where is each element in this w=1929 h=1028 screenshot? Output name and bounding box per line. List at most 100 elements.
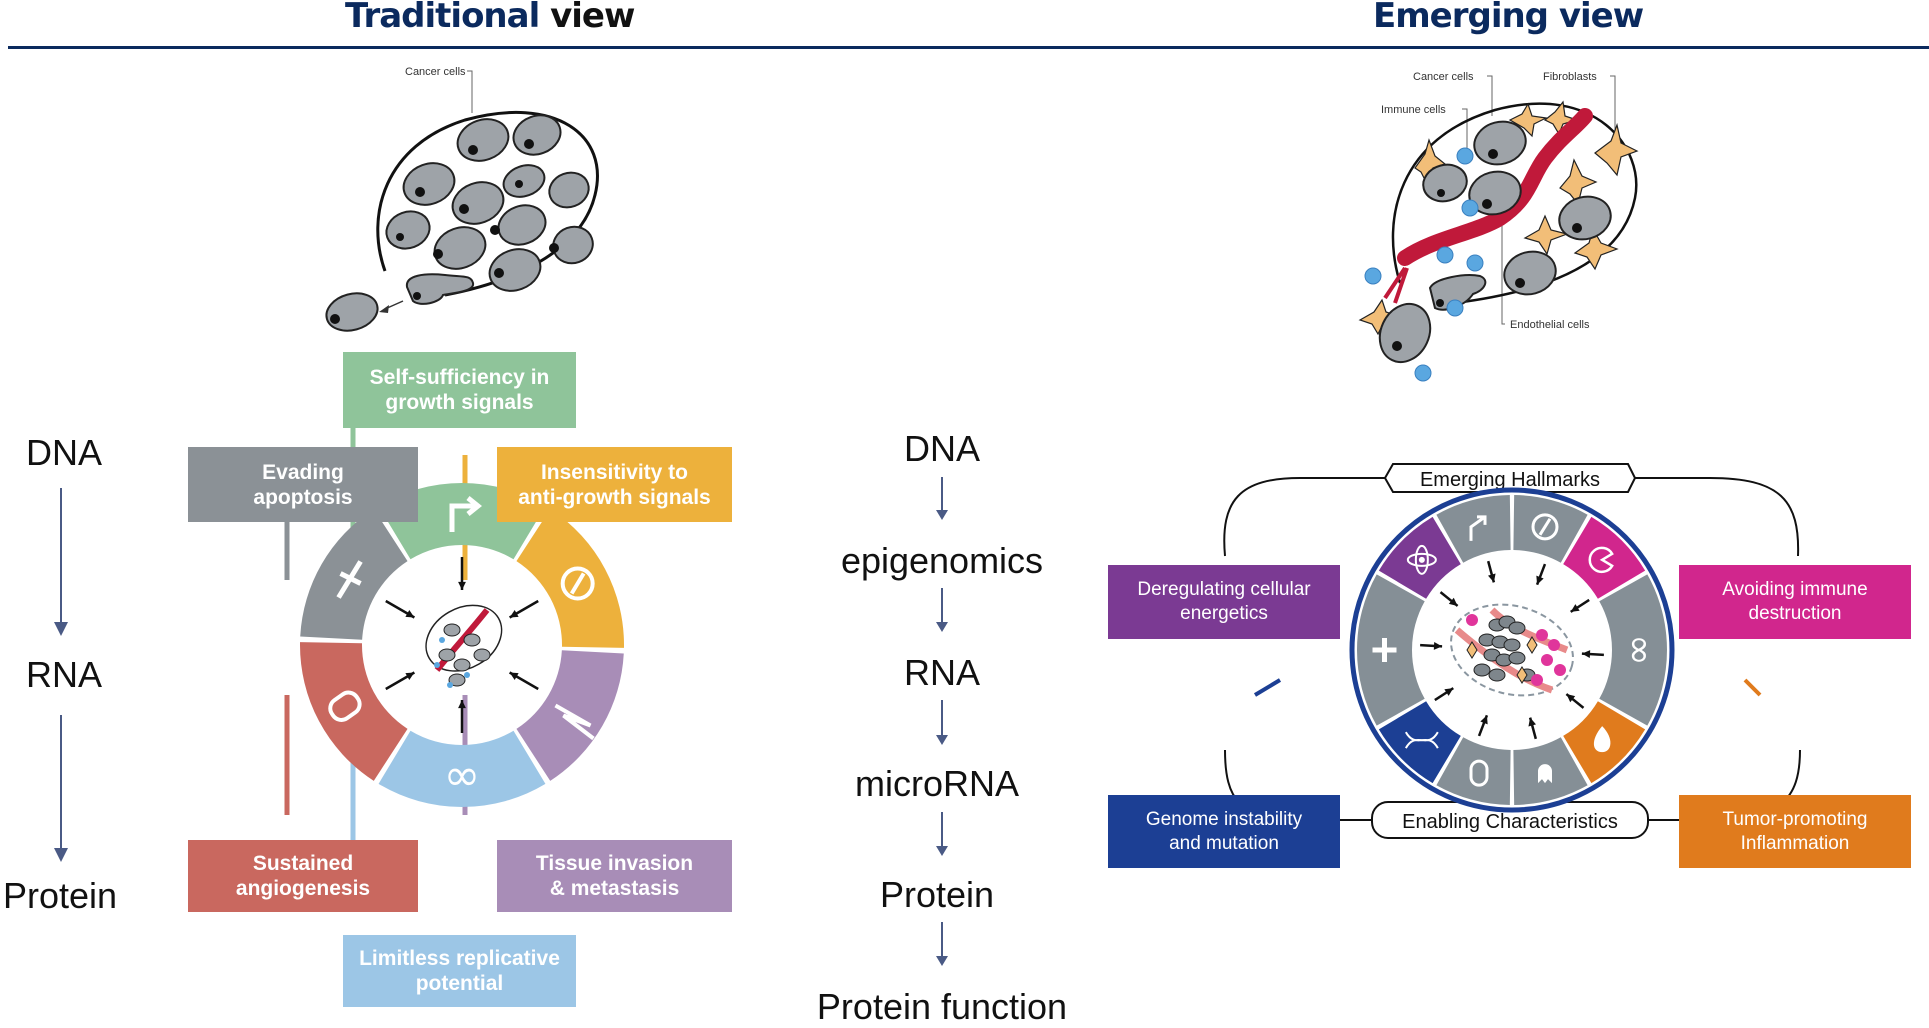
hallmark-box-replicative: Limitless replicative potential	[343, 935, 576, 1007]
svg-text:∞: ∞	[1619, 634, 1663, 666]
mid-flow-protein: Protein	[879, 874, 995, 915]
flow-rna: RNA	[25, 654, 103, 695]
hallmark-label-invasion: Tissue invasion & metastasis	[535, 852, 694, 900]
ring-segment-replicative	[378, 730, 546, 808]
hallmark-box-invasion: Tissue invasion & metastasis	[497, 840, 732, 912]
arrow-down-icon	[54, 715, 68, 862]
flame-icon	[1593, 726, 1611, 753]
inward-arrow-icon	[509, 671, 539, 691]
prohibition-icon	[560, 566, 595, 601]
arrow-down-icon	[54, 488, 68, 636]
dna-icon	[1404, 731, 1439, 749]
ring-segment-0	[1436, 495, 1511, 563]
vessel-icon	[1469, 759, 1489, 787]
bent-arrow-icon	[1469, 515, 1487, 541]
ring-segment-1	[1513, 495, 1588, 563]
flow-protein: Protein	[2, 875, 118, 916]
mid-flow-rna: RNA	[903, 652, 981, 693]
label-immune-cells: Immune cells	[1381, 104, 1446, 116]
inward-arrow-icon	[1439, 591, 1459, 607]
hallmark-label-angiogenesis: Sustained angiogenesis	[235, 852, 371, 900]
hallmark-label-growth: Self-sufficiency in growth signals	[369, 366, 550, 414]
pacman-cell-icon	[1588, 546, 1614, 574]
inward-arrow-icon	[385, 599, 415, 619]
arrow-down-icon	[936, 922, 948, 966]
inward-arrow-icon	[458, 700, 466, 733]
header-divider	[8, 46, 1929, 49]
emerging-label-genome: Genome instability and mutation	[1145, 808, 1303, 854]
hallmark-box-antigrowth: Insensitivity to anti-growth signals	[497, 447, 732, 522]
inward-arrow-icon	[458, 557, 466, 590]
hallmark-label-apoptosis: Evading apoptosis	[253, 460, 353, 509]
traditional-tumor-illustration: Cancer cells	[325, 66, 599, 332]
svg-text:∞: ∞	[444, 750, 481, 801]
inward-arrow-icon	[1528, 717, 1538, 740]
emerging-label-energetics: Deregulating cellular energetics	[1137, 579, 1311, 624]
title-accent: Traditional	[345, 0, 540, 36]
mid-flow-microrna: microRNA	[854, 763, 1020, 804]
mini-tumor-microenvironment-icon	[1450, 603, 1574, 697]
traditional-view-title: Traditional view	[345, 0, 635, 36]
infinity-icon: ∞	[444, 750, 481, 801]
inward-arrow-icon	[1477, 714, 1489, 737]
hallmark-box-apoptosis: Evading apoptosis	[188, 447, 418, 522]
infinity-icon: ∞	[1619, 634, 1663, 666]
inward-arrow-icon	[509, 599, 539, 619]
top-bracket-right	[1635, 477, 1800, 557]
mid-flow-dna: DNA	[903, 428, 981, 469]
title-plain: view	[539, 0, 635, 36]
middle-flow-arrows	[936, 477, 948, 966]
flow-dna: DNA	[25, 432, 103, 473]
hallmark-box-angiogenesis: Sustained angiogenesis	[188, 840, 418, 912]
inward-arrow-icon	[1434, 687, 1454, 702]
ring-segment-3	[1599, 574, 1667, 726]
inward-arrow-icon	[1535, 563, 1547, 586]
inward-arrow-icon	[1581, 650, 1604, 658]
ring-segment-6	[1436, 737, 1511, 805]
label-fibroblasts: Fibroblasts	[1543, 71, 1597, 83]
hallmark-label-replicative: Limitless replicative potential	[359, 947, 560, 995]
hallmark-box-growth: Self-sufficiency in growth signals	[343, 352, 576, 428]
left-flow-arrows	[54, 488, 68, 862]
ring-segment-antigrowth	[516, 509, 624, 648]
arrow-down-icon	[936, 700, 948, 745]
enabling-characteristics-pill: Enabling Characteristics	[1371, 801, 1649, 839]
mid-flow-protein-function: Protein function	[816, 986, 1068, 1027]
inward-arrow-icon	[385, 671, 415, 691]
ring-segment-7	[1378, 701, 1461, 784]
enabling-characteristics-label: Enabling Characteristics	[1402, 811, 1618, 833]
invasion-spikes-icon	[554, 703, 595, 741]
emerging-box-energetics: Deregulating cellular energetics	[1108, 565, 1340, 639]
emerging-box-immune: Avoiding immune destruction	[1679, 565, 1911, 639]
arrow-down-icon	[936, 477, 948, 520]
inward-arrow-icon	[1570, 598, 1590, 613]
emerging-hallmarks-label: Emerging Hallmarks	[1420, 469, 1600, 491]
cross-icon	[1372, 638, 1397, 662]
emerging-box-inflammation: Tumor-promoting Inflammation	[1679, 795, 1911, 868]
label-cancer-cells: Cancer cells	[1413, 71, 1474, 83]
emerging-view-title: Emerging view	[1373, 0, 1644, 36]
emerging-hallmark-wheel: Emerging Hallmarks Enabling Characterist…	[1223, 463, 1801, 839]
label-endothelial-cells: Endothelial cells	[1510, 319, 1590, 331]
ghost-invasion-icon	[1537, 764, 1552, 784]
mini-tumor-icon	[425, 604, 503, 688]
mid-flow-epigenomics: epigenomics	[840, 540, 1044, 581]
vessel-icon	[328, 690, 362, 722]
emerging-box-genome: Genome instability and mutation	[1108, 795, 1340, 868]
inward-arrow-icon	[1565, 693, 1585, 709]
cancer-cells-label: Cancer cells	[405, 66, 466, 78]
arrow-down-icon	[936, 812, 948, 856]
top-bracket-left	[1223, 477, 1385, 557]
cross-icon	[336, 560, 363, 599]
inward-arrow-icon	[1420, 642, 1443, 650]
emerging-label-inflammation: Tumor-promoting Inflammation	[1722, 808, 1868, 854]
arrow-down-icon	[936, 588, 948, 632]
emerging-hallmarks-pill: Emerging Hallmarks	[1383, 463, 1637, 493]
hallmark-label-antigrowth: Insensitivity to anti-growth signals	[518, 460, 711, 509]
emerging-tumor-illustration: Cancer cells Fibroblasts Immune cells En…	[1358, 71, 1639, 382]
atom-icon	[1406, 544, 1437, 575]
emerging-label-immune: Avoiding immune destruction	[1722, 579, 1868, 624]
inward-arrow-icon	[1486, 560, 1496, 583]
prohibition-icon	[1531, 513, 1559, 541]
bent-arrow-icon	[449, 496, 483, 532]
